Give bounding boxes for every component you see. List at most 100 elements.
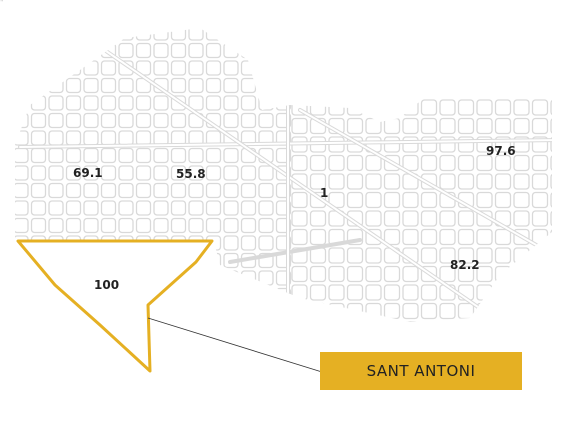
- city-block: [223, 112, 239, 129]
- city-block: [420, 117, 438, 135]
- city-block: [346, 247, 364, 264]
- city-block: [83, 77, 99, 94]
- city-block: [223, 28, 239, 41]
- city-block: [258, 305, 274, 321]
- city-block: [30, 235, 47, 251]
- city-block: [100, 130, 117, 146]
- city-block: [135, 147, 152, 164]
- city-block: [277, 324, 291, 338]
- city-block: [550, 99, 552, 116]
- city-block: [205, 147, 222, 164]
- city-block: [48, 235, 64, 251]
- city-block: [291, 284, 308, 301]
- city-block: [309, 99, 327, 116]
- city-block: [457, 210, 475, 227]
- city-block: [513, 265, 530, 283]
- city-block: [170, 42, 187, 59]
- city-block: [420, 136, 438, 153]
- city-block: [309, 265, 327, 283]
- city-block: [494, 154, 512, 172]
- city-block: [309, 247, 327, 264]
- city-block: [15, 130, 29, 146]
- city-block: [188, 200, 204, 216]
- city-block: [170, 77, 187, 94]
- city-block: [170, 217, 187, 234]
- city-block: [494, 117, 512, 135]
- city-block: [513, 154, 530, 172]
- city-block: [100, 60, 117, 76]
- city-block: [402, 265, 419, 283]
- city-block: [494, 173, 512, 190]
- city-block: [402, 228, 419, 246]
- city-block: [439, 247, 456, 264]
- city-block: [383, 265, 401, 283]
- city-block: [135, 42, 152, 59]
- city-block: [531, 117, 549, 135]
- city-block: [275, 42, 292, 59]
- city-block: [83, 235, 99, 251]
- city-block: [100, 112, 117, 129]
- city-block: [402, 321, 419, 322]
- city-block: [83, 112, 99, 129]
- city-block: [346, 284, 364, 301]
- city-block: [383, 136, 401, 153]
- city-block: [83, 200, 99, 216]
- city-block: [439, 117, 456, 135]
- city-block: [439, 228, 456, 246]
- city-block: [258, 200, 274, 216]
- city-block: [457, 228, 475, 246]
- city-block: [100, 235, 117, 251]
- city-block: [240, 182, 257, 199]
- callout-label[interactable]: SANT ANTONI: [366, 362, 476, 380]
- city-block: [275, 305, 292, 321]
- city-block: [258, 182, 274, 199]
- city-block: [476, 99, 493, 116]
- city-block: [153, 305, 169, 321]
- city-block: [476, 173, 493, 190]
- city-block: [119, 324, 133, 338]
- city-block: [240, 305, 257, 321]
- city-block: [189, 324, 203, 338]
- sant-antoni-outline[interactable]: [16, 239, 214, 373]
- city-block: [346, 99, 364, 116]
- city-block: [402, 284, 419, 301]
- city-block: [83, 147, 99, 164]
- city-block: [531, 321, 549, 322]
- city-block: [240, 270, 257, 286]
- city-block: [550, 191, 552, 209]
- city-block: [118, 42, 134, 59]
- city-block: [258, 287, 274, 304]
- city-block: [188, 182, 204, 199]
- city-block: [383, 173, 401, 190]
- city-block: [15, 252, 29, 269]
- city-block: [258, 165, 274, 181]
- city-block: [513, 321, 530, 322]
- city-block: [15, 147, 29, 164]
- city-block: [48, 77, 64, 94]
- city-block: [309, 284, 327, 301]
- city-block: [550, 117, 552, 135]
- city-block: [83, 130, 99, 146]
- city-block: [153, 60, 169, 76]
- city-block: [83, 217, 99, 234]
- city-block: [476, 302, 493, 320]
- city-block: [100, 200, 117, 216]
- city-block: [84, 324, 98, 338]
- city-block: [346, 154, 364, 172]
- city-block: [205, 287, 222, 304]
- city-block: [291, 302, 308, 320]
- city-block: [65, 182, 82, 199]
- city-block: [170, 112, 187, 129]
- city-block: [15, 287, 29, 304]
- city-block: [223, 217, 239, 234]
- city-block: [48, 28, 64, 41]
- city-block: [513, 191, 530, 209]
- city-block: [83, 182, 99, 199]
- city-block: [402, 210, 419, 227]
- city-block: [15, 42, 29, 59]
- city-block: [531, 191, 549, 209]
- city-block: [30, 182, 47, 199]
- city-block: [240, 77, 257, 94]
- city-block: [170, 182, 187, 199]
- city-block: [291, 228, 308, 246]
